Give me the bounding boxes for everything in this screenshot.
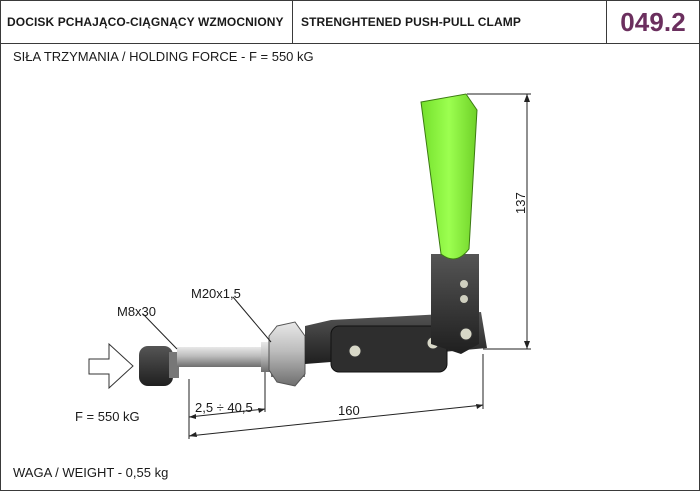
clamp-base-icon (305, 254, 487, 373)
product-code: 049.2 (620, 6, 686, 37)
label-length: 160 (338, 403, 360, 418)
technical-drawing: M8x30 M20x1,5 F = 550 kG 2,5 ÷ 40,5 160 … (1, 44, 699, 449)
handle-grip-icon (420, 93, 478, 260)
plunger-rod-icon (177, 342, 275, 372)
label-thread-tip: M8x30 (117, 304, 157, 319)
dimension-arrowheads (189, 94, 530, 437)
force-arrow-icon (88, 342, 134, 390)
weight-spec: WAGA / WEIGHT - 0,55 kg (13, 465, 169, 480)
label-force: F = 550 kG (75, 409, 140, 424)
label-height: 137 (513, 192, 528, 214)
header-bar: DOCISK PCHAJĄCO-CIĄGNĄCY WZMOCNIONY STRE… (1, 1, 699, 44)
label-stroke: 2,5 ÷ 40,5 (195, 400, 253, 415)
rubber-tip-icon (139, 346, 179, 386)
holding-force-spec: SIŁA TRZYMANIA / HOLDING FORCE - F = 550… (13, 49, 314, 64)
title-english: STRENGHTENED PUSH-PULL CLAMP (293, 1, 607, 43)
hex-nut-icon (268, 321, 306, 387)
dimension-lines (142, 93, 531, 439)
label-thread-body: M20x1,5 (191, 286, 241, 301)
title-polish: DOCISK PCHAJĄCO-CIĄGNĄCY WZMOCNIONY (1, 1, 293, 43)
clamp-illustration (88, 93, 531, 439)
